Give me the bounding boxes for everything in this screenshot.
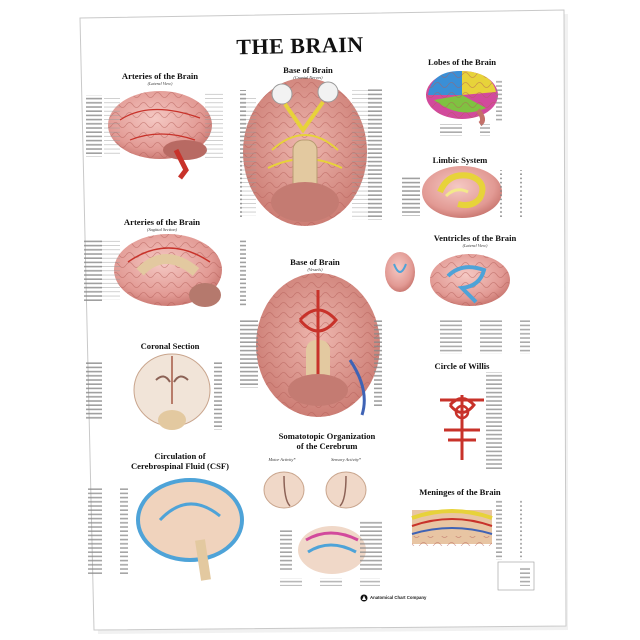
section-title-arteries-sagittal: Arteries of the Brain bbox=[123, 217, 201, 227]
arteries-lateral-figure bbox=[86, 90, 246, 180]
section-title-ventricles: Ventricles of the Brain bbox=[433, 233, 517, 243]
section-title-base-cranial: Base of Brain bbox=[283, 65, 333, 75]
publisher-logo-icon bbox=[360, 594, 368, 602]
section-title-willis: Circle of Willis bbox=[434, 361, 490, 371]
label-sensory-activity: Sensory Activity* bbox=[331, 457, 361, 462]
section-subtitle-base-cranial: (Cranial Nerves) bbox=[293, 75, 323, 80]
section-subtitle-arteries-sagittal: (Sagittal Section) bbox=[147, 227, 177, 232]
label-motor-activity: Motor Activity* bbox=[268, 457, 296, 462]
ventricles-figure bbox=[385, 252, 530, 354]
section-title-csf-line2: Cerebrospinal Fluid (CSF) bbox=[130, 461, 230, 471]
somatotopic-figure bbox=[263, 471, 384, 586]
section-title-somatotopic-line2: of the Cerebrum bbox=[296, 441, 358, 451]
limbic-figure bbox=[402, 166, 522, 218]
section-title-base-vessels: Base of Brain bbox=[290, 257, 340, 267]
coronal-figure bbox=[86, 353, 240, 430]
meninges-figure bbox=[411, 500, 522, 560]
section-subtitle-ventricles: (Lateral View) bbox=[462, 243, 488, 248]
section-title-arteries-lateral: Arteries of the Brain bbox=[121, 71, 199, 81]
lobes-figure bbox=[426, 70, 516, 136]
section-subtitle-base-vessels: (Vessels) bbox=[307, 267, 323, 272]
section-title-csf-line1: Circulation of bbox=[154, 451, 206, 461]
section-title-coronal: Coronal Section bbox=[140, 341, 200, 351]
base-cranial-figure bbox=[222, 78, 390, 226]
arteries-sagittal-figure bbox=[84, 234, 246, 307]
publisher-name: Anatomical Chart Company bbox=[370, 595, 427, 600]
section-title-somatotopic-line1: Somatotopic Organization bbox=[278, 431, 376, 441]
section-title-lobes: Lobes of the Brain bbox=[427, 57, 497, 67]
section-subtitle-arteries-lateral: (Lateral View) bbox=[147, 81, 173, 86]
base-vessels-figure bbox=[238, 273, 398, 417]
section-title-limbic: Limbic System bbox=[432, 155, 488, 165]
circle-of-willis-figure bbox=[440, 372, 516, 470]
section-title-meninges: Meninges of the Brain bbox=[419, 487, 501, 497]
csf-figure bbox=[88, 478, 244, 581]
